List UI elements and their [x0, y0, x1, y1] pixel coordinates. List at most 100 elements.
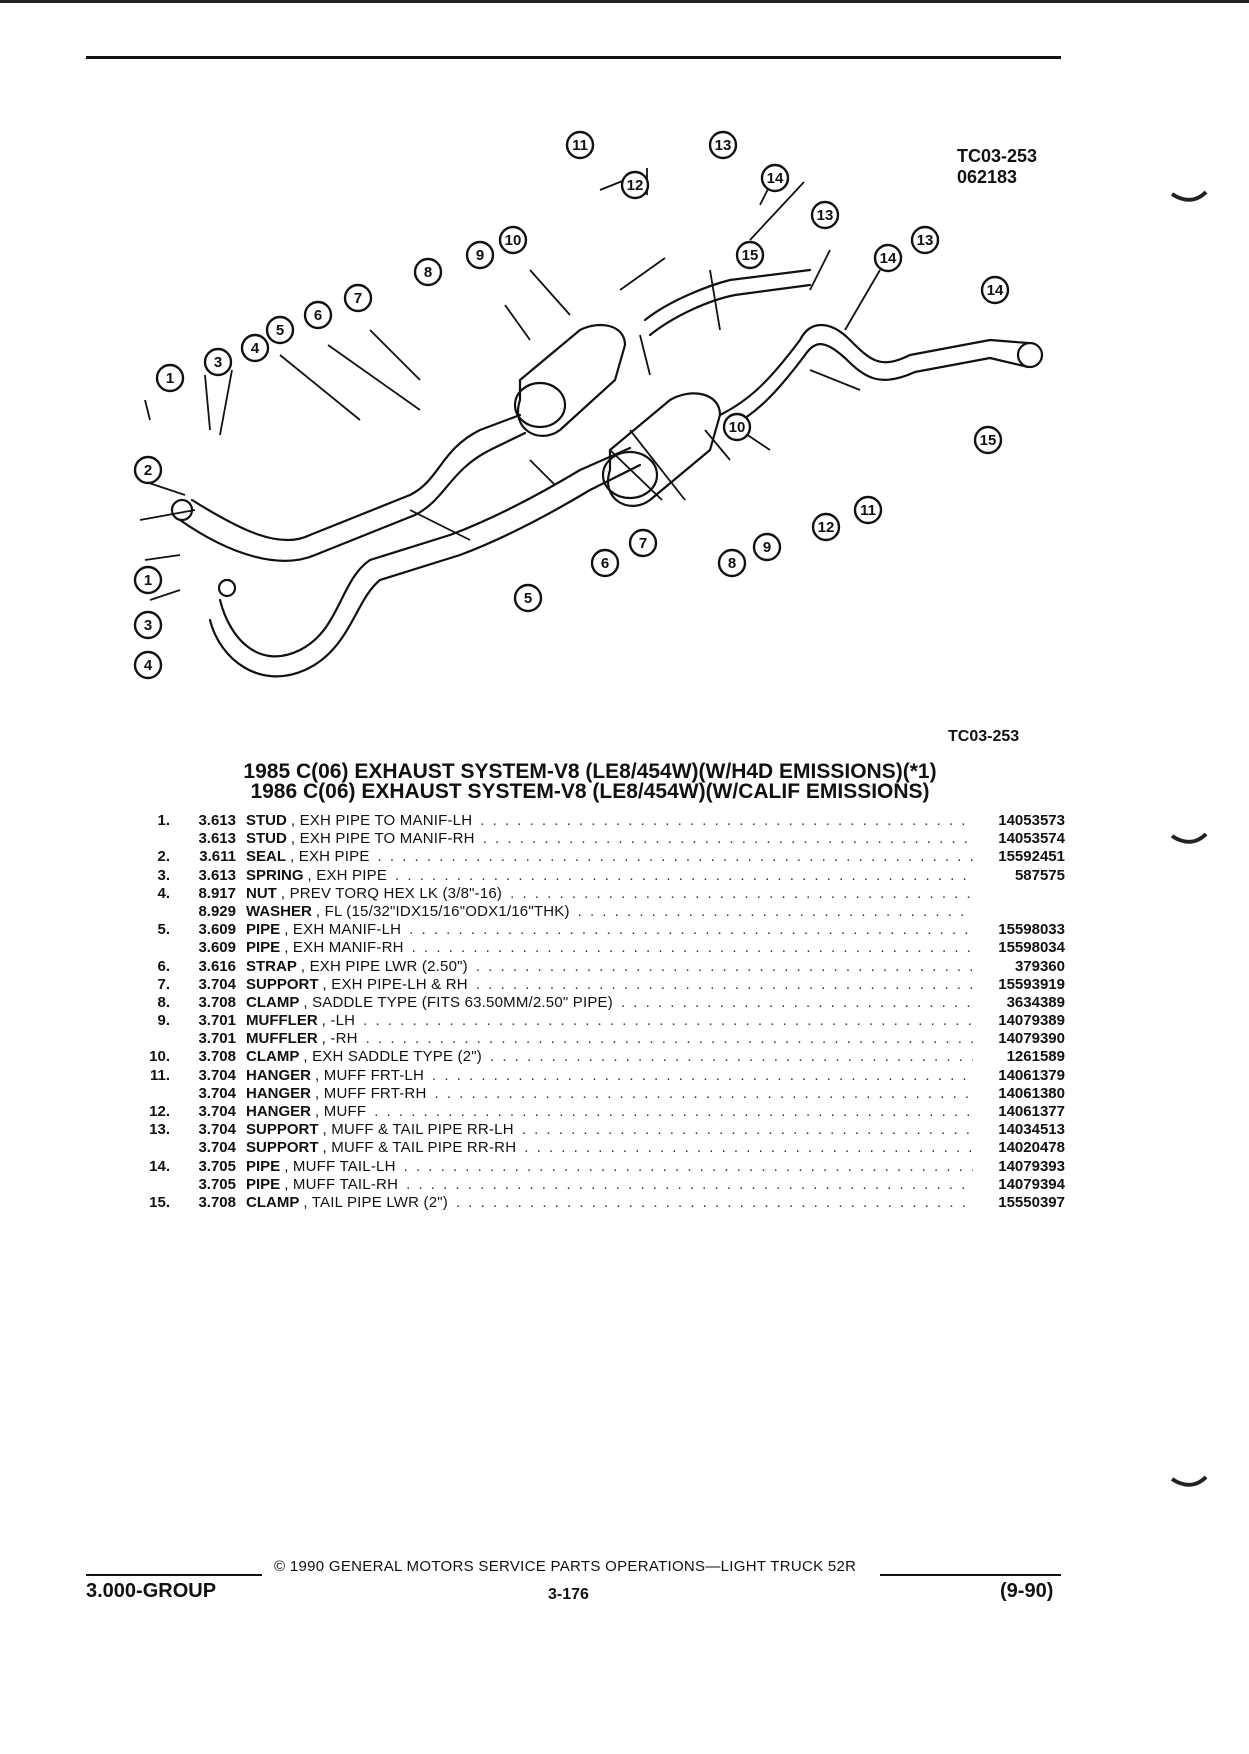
svg-text:7: 7: [354, 290, 362, 307]
leader-dots: [468, 976, 973, 994]
part-group-code: 3.609: [198, 921, 236, 939]
part-name: PIPE: [246, 1175, 281, 1193]
callout-5-bottom: 5: [513, 583, 543, 613]
part-ref-number: 7.: [157, 975, 170, 993]
part-group-code: 8.929: [198, 902, 236, 920]
part-name: SUPPORT: [246, 1139, 319, 1157]
svg-text:10: 10: [729, 419, 746, 436]
part-name: WASHER: [246, 902, 312, 920]
svg-text:1: 1: [166, 370, 174, 387]
part-number: 14061377: [998, 1103, 1065, 1120]
section-titles: 1985 C(06) EXHAUST SYSTEM-V8 (LE8/454W)(…: [150, 760, 1030, 802]
muffler-lh: [517, 323, 627, 437]
leader-dots: [482, 1048, 973, 1066]
callout-14-top: 14: [760, 163, 790, 193]
callout-4-top: 4: [240, 333, 270, 363]
part-number: 15550397: [998, 1193, 1065, 1211]
part-number: 14053573: [998, 812, 1065, 829]
part-name: CLAMP: [246, 1193, 300, 1211]
revision-date: (9-90): [1000, 1580, 1054, 1602]
callout-13-far: 13: [910, 225, 940, 255]
figure-code: TC03-253: [957, 146, 1038, 166]
part-number: 14061380: [998, 1084, 1065, 1102]
part-description: , EXH PIPE-LH & RH: [322, 975, 468, 993]
part-group-code: 3.613: [198, 866, 236, 884]
part-number: 1261589: [1006, 1048, 1065, 1066]
muffler-rh-end: [601, 450, 659, 500]
callout-12-top: 12: [620, 170, 650, 200]
part-group-code: 3.704: [198, 1139, 236, 1157]
svg-text:11: 11: [860, 502, 876, 519]
svg-text:9: 9: [476, 247, 484, 264]
part-number: 14079389: [998, 1012, 1065, 1030]
part-ref-number: 11.: [149, 1066, 170, 1084]
svg-text:3: 3: [144, 617, 152, 634]
part-ref-number: 3.: [157, 866, 170, 884]
part-description: , EXH MANIF-LH: [284, 921, 402, 939]
part-description: , MUFF & TAIL PIPE RR-LH: [322, 1121, 514, 1139]
part-description: , EXH SADDLE TYPE (2"): [303, 1048, 482, 1066]
part-name: CLAMP: [246, 1048, 300, 1066]
part-ref-number: 14.: [149, 1157, 170, 1175]
muffler-lh-end: [513, 381, 567, 429]
callout-1-bottom: 1: [133, 565, 163, 595]
leader-dots: [366, 1103, 973, 1121]
part-description: , -LH: [321, 1012, 356, 1030]
leader-dots: [398, 1176, 973, 1194]
part-ref-number: 8.: [157, 993, 170, 1011]
exhaust-pipe-lh-upper: [190, 413, 522, 542]
part-number: 15593919: [998, 975, 1065, 993]
part-group-code: 3.613: [198, 812, 236, 829]
binding-mark-icon: [1170, 832, 1208, 844]
leader-dots: [613, 994, 973, 1012]
leader-dots: [424, 1067, 973, 1085]
leader-dots: [401, 921, 973, 939]
exhaust-pipe-rh-lower: [208, 463, 642, 678]
svg-text:7: 7: [639, 535, 647, 552]
part-ref-number: 5.: [157, 921, 170, 939]
page-number: 3-176: [548, 1586, 589, 1603]
part-group-code: 3.611: [199, 848, 236, 866]
callout-6-top: 6: [303, 300, 333, 330]
part-name: MUFFLER: [246, 1030, 318, 1048]
part-number: 14079393: [998, 1157, 1065, 1175]
leader-dots: [358, 1030, 973, 1048]
part-group-code: 3.705: [198, 1175, 236, 1193]
svg-text:5: 5: [524, 590, 532, 607]
callout-10-top: 10: [498, 225, 528, 255]
svg-text:13: 13: [817, 207, 834, 224]
manifold-flange-rh: [217, 578, 237, 598]
callout-15-upper: 15: [735, 240, 765, 270]
leader-dots: [502, 885, 973, 903]
part-number: 14079390: [998, 1030, 1065, 1048]
part-ref-number: 1.: [157, 812, 170, 829]
part-number: 14034513: [998, 1121, 1065, 1139]
part-number: 587575: [1014, 866, 1065, 884]
section-title-1985: 1985 C(06) EXHAUST SYSTEM-V8 (LE8/454W)(…: [243, 760, 937, 783]
part-description: , MUFF & TAIL PIPE RR-RH: [322, 1139, 517, 1157]
svg-text:4: 4: [251, 340, 260, 357]
part-name: SUPPORT: [246, 1121, 319, 1139]
part-group-code: 3.616: [198, 957, 236, 975]
svg-text:12: 12: [627, 177, 644, 194]
part-number: 14053574: [998, 830, 1065, 848]
callout-1-top: 1: [155, 363, 185, 393]
callout-6-bottom: 6: [590, 548, 620, 578]
part-description: , MUFF FRT-LH: [315, 1066, 424, 1084]
part-number: 379360: [1014, 957, 1065, 975]
callout-11-top: 11: [565, 130, 595, 160]
callout-12-bottom: 12: [811, 512, 841, 542]
part-group-code: 3.708: [198, 1048, 236, 1066]
